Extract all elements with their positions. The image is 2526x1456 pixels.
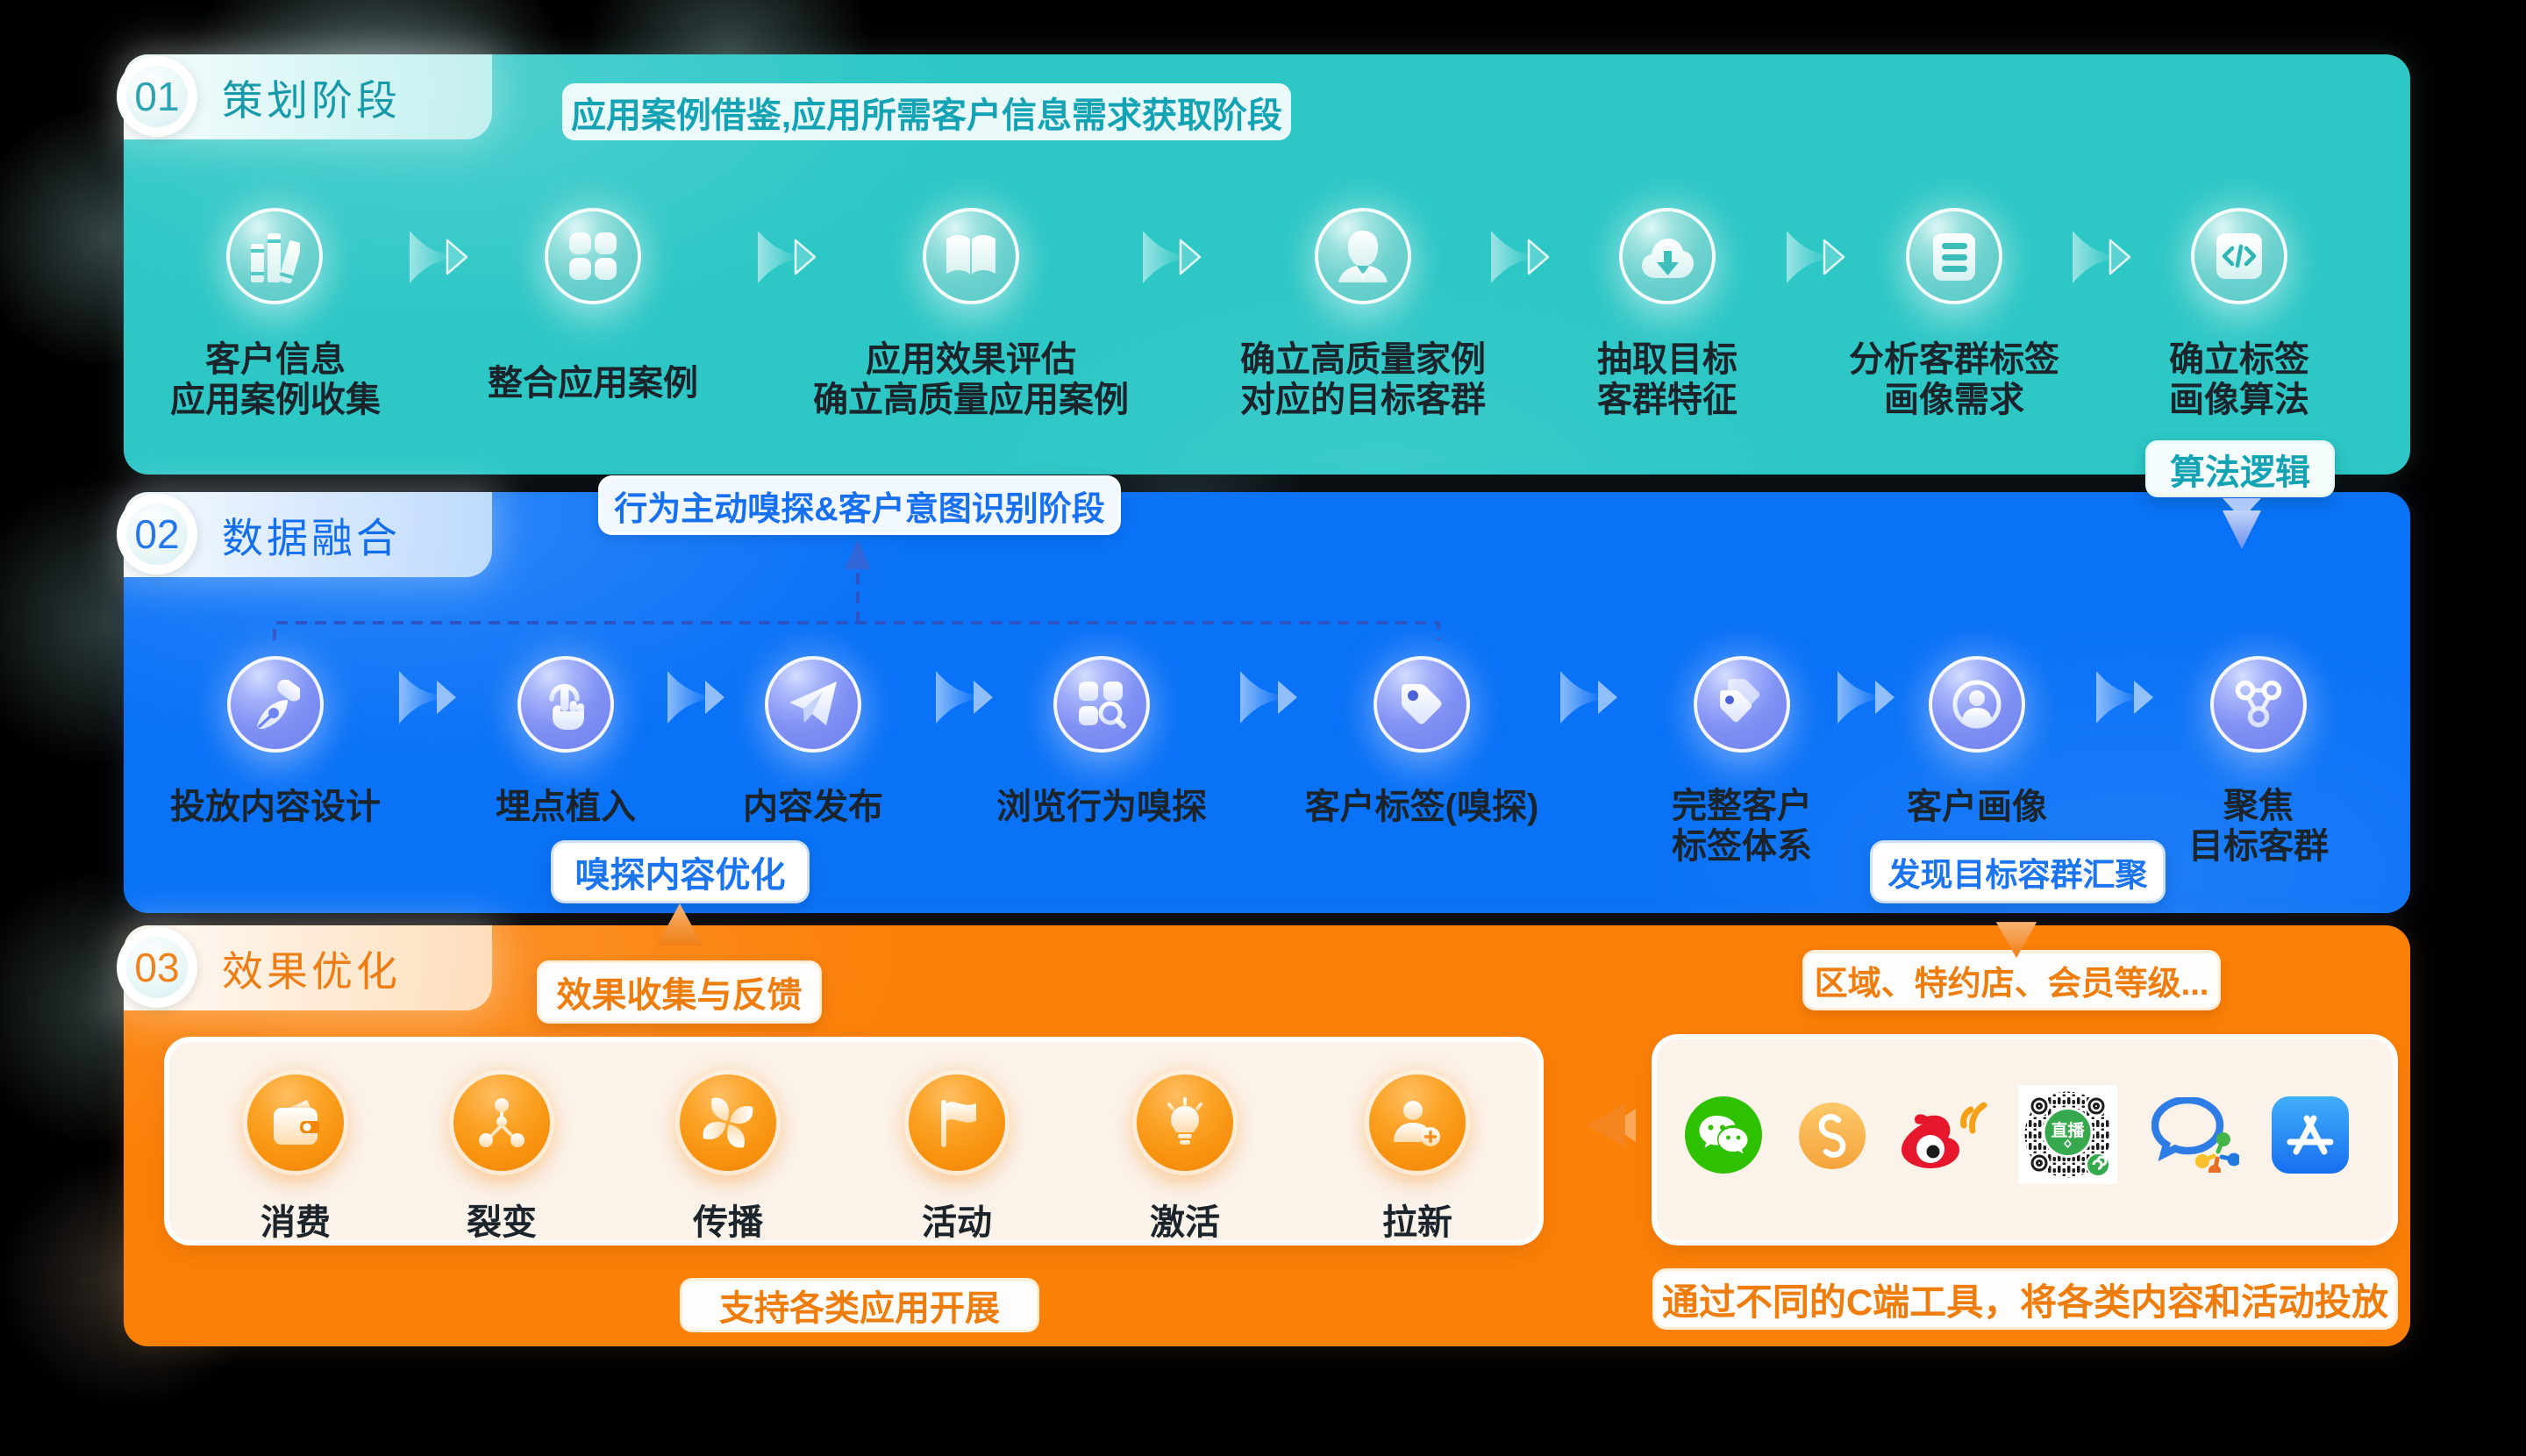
svg-text:直播: 直播 (2051, 1120, 2085, 1140)
